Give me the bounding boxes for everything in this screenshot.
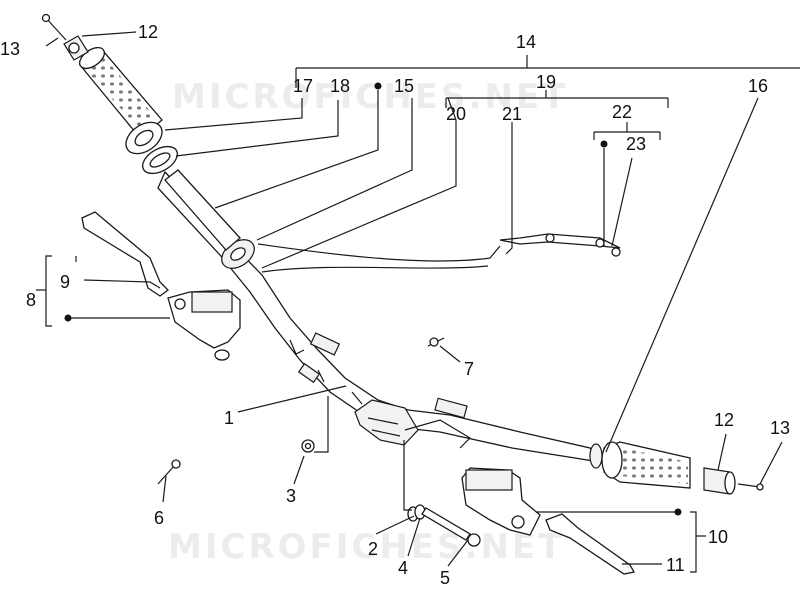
left-grip-screw [41, 13, 67, 41]
callout-4: 4 [398, 558, 408, 578]
bolt-5 [421, 507, 481, 547]
right-grip-end-weight [703, 467, 736, 495]
callout-13-left: 13 [0, 39, 20, 59]
callout-17: 17 [293, 76, 313, 96]
callout-5: 5 [440, 568, 450, 588]
handlebar-clamp [297, 332, 471, 449]
dot-8 [64, 314, 72, 322]
callouts: 13 12 14 17 18 15 19 16 20 21 22 23 9 8 … [0, 22, 790, 588]
callout-1: 1 [224, 408, 234, 428]
right-grip-screw [737, 483, 764, 491]
callout-9: 9 [60, 272, 70, 292]
callout-7: 7 [464, 359, 474, 379]
left-grip-ring [142, 145, 178, 175]
callout-12-right: 12 [714, 410, 734, 430]
right-brake-lever [545, 513, 636, 575]
callout-22: 22 [612, 102, 632, 122]
dot-23 [600, 140, 608, 148]
watermark-bottom: MICROFICHES.NET [168, 527, 564, 567]
callout-21: 21 [502, 104, 522, 124]
screw-7 [427, 337, 445, 347]
callout-2: 2 [368, 539, 378, 559]
callout-14: 14 [516, 32, 536, 52]
callout-15: 15 [394, 76, 414, 96]
callout-20: 20 [446, 104, 466, 124]
left-master-cylinder [167, 289, 241, 361]
throttle-sleeve [164, 169, 241, 251]
callout-18: 18 [330, 76, 350, 96]
throttle-cable [257, 233, 621, 273]
callout-12-left: 12 [138, 22, 158, 42]
right-master-cylinder [461, 467, 541, 536]
callout-23: 23 [626, 134, 646, 154]
callout-19: 19 [536, 72, 556, 92]
callout-10: 10 [708, 527, 728, 547]
callout-16: 16 [748, 76, 768, 96]
leader-lines [36, 31, 800, 573]
callout-13-right: 13 [770, 418, 790, 438]
callout-6: 6 [154, 508, 164, 528]
nut-3 [301, 439, 315, 453]
right-grip [601, 441, 691, 489]
left-grip-end-weight [63, 35, 89, 61]
left-brake-lever [81, 211, 169, 297]
watermark-top: MICROFICHES.NET [172, 77, 568, 117]
callout-3: 3 [286, 486, 296, 506]
callout-8: 8 [26, 290, 36, 310]
left-grip [78, 46, 163, 139]
dot-10 [674, 508, 682, 516]
callout-11: 11 [666, 555, 685, 575]
left-grip-washer [125, 121, 163, 155]
dot-18-15 [374, 82, 382, 90]
screw-6 [157, 459, 181, 485]
